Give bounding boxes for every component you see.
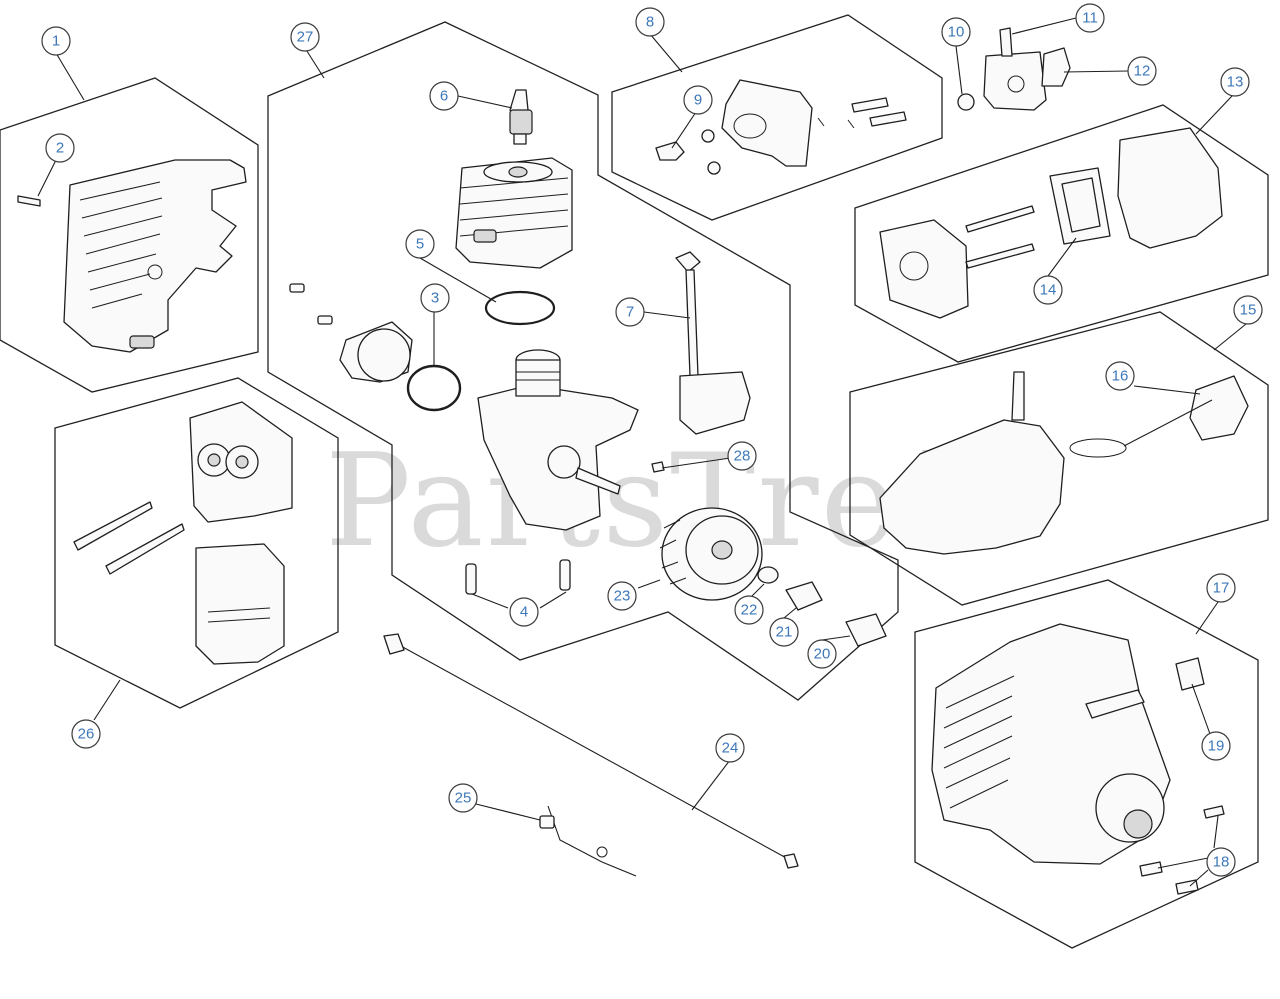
callout-22[interactable]: 22	[734, 595, 764, 625]
callout-3[interactable]: 3	[420, 283, 450, 313]
callout-15-label: 15	[1240, 302, 1257, 319]
part-21-spacer	[785, 581, 823, 611]
callout-18[interactable]: 18	[1206, 847, 1236, 877]
callout-6[interactable]: 6	[429, 81, 459, 111]
callout-19[interactable]: 19	[1201, 731, 1231, 761]
callout-5-label: 5	[416, 236, 424, 253]
part-20-nut	[845, 613, 887, 647]
part-24-throttle-cable	[383, 633, 799, 869]
callout-13[interactable]: 13	[1220, 67, 1250, 97]
callout-20-label: 20	[814, 646, 831, 663]
callout-10[interactable]: 10	[941, 17, 971, 47]
callout-1-label: 1	[52, 33, 60, 50]
part-26-muffler	[73, 401, 293, 665]
part-crankcase-piston	[477, 349, 639, 531]
callout-17[interactable]: 17	[1206, 573, 1236, 603]
callout-19-label: 19	[1208, 738, 1225, 755]
callout-4-label: 4	[520, 604, 528, 621]
callout-1[interactable]: 1	[41, 26, 71, 56]
callout-14[interactable]: 14	[1033, 275, 1063, 305]
callout-24[interactable]: 24	[715, 733, 745, 763]
callout-9-label: 9	[694, 92, 702, 109]
part-25-wire-harness	[539, 805, 637, 877]
part-6-spark-plug	[509, 89, 533, 145]
callout-7[interactable]: 7	[615, 297, 645, 327]
callout-10-label: 10	[948, 24, 965, 41]
callout-16[interactable]: 16	[1105, 361, 1135, 391]
callout-15[interactable]: 15	[1233, 295, 1263, 325]
callout-11[interactable]: 11	[1075, 3, 1105, 33]
callout-6-label: 6	[440, 88, 448, 105]
group-outline-17	[914, 579, 1259, 949]
callout-27-label: 27	[297, 29, 314, 46]
group-outline-8	[611, 14, 943, 221]
group-outline-15	[849, 311, 1269, 606]
callout-23[interactable]: 23	[607, 581, 637, 611]
callout-22-label: 22	[741, 602, 758, 619]
part-12-gasket	[1041, 47, 1071, 87]
part-22-washer	[757, 566, 779, 584]
part-28-key	[651, 461, 665, 473]
callout-18-label: 18	[1213, 854, 1230, 871]
callout-12[interactable]: 12	[1127, 56, 1157, 86]
callout-27[interactable]: 27	[290, 22, 320, 52]
leader-lines	[37, 17, 1247, 887]
callout-7-label: 7	[626, 304, 634, 321]
part-10-ring	[957, 93, 975, 111]
callout-28[interactable]: 28	[727, 441, 757, 471]
part-15-fuel-tank	[879, 371, 1249, 555]
callout-2[interactable]: 2	[45, 133, 75, 163]
callout-26[interactable]: 26	[71, 719, 101, 749]
group-outline-26	[54, 377, 339, 709]
callout-11-label: 11	[1082, 10, 1098, 27]
part-13-air-filter-cover	[879, 127, 1223, 319]
part-7-ignition-coil	[675, 251, 751, 435]
callout-20[interactable]: 20	[807, 639, 837, 669]
callout-14-label: 14	[1040, 282, 1057, 299]
part-1-shroud	[17, 159, 247, 353]
part-cylinder	[455, 157, 573, 269]
callout-24-label: 24	[722, 740, 739, 757]
part-4-screw-b	[559, 559, 571, 591]
callout-21[interactable]: 21	[769, 617, 799, 647]
part-5-gasket	[484, 290, 556, 326]
callout-9[interactable]: 9	[683, 85, 713, 115]
callout-8[interactable]: 8	[635, 7, 665, 37]
group-outline-1	[0, 77, 259, 393]
watermark-text: PartsTree	[325, 427, 976, 576]
callout-21-label: 21	[776, 624, 793, 641]
group-outline-13	[854, 104, 1269, 363]
callout-8-label: 8	[646, 14, 654, 31]
part-8-bracket	[655, 79, 907, 175]
part-3-o-ring	[406, 364, 462, 412]
callout-16-label: 16	[1112, 368, 1129, 385]
part-crankcase-cover	[289, 283, 413, 383]
callout-25-label: 25	[455, 790, 472, 807]
callout-12-label: 12	[1134, 63, 1151, 80]
callout-4[interactable]: 4	[509, 597, 539, 627]
part-11-carburetor	[983, 27, 1047, 111]
callout-28-label: 28	[734, 448, 751, 465]
callout-17-label: 17	[1213, 580, 1230, 597]
part-23-flywheel	[659, 507, 763, 601]
callout-23-label: 23	[614, 588, 631, 605]
callout-3-label: 3	[431, 290, 439, 307]
callout-25[interactable]: 25	[448, 783, 478, 813]
callout-26-label: 26	[78, 726, 95, 743]
callout-5[interactable]: 5	[405, 229, 435, 259]
part-17-starter-housing	[931, 623, 1225, 895]
group-outline-27	[267, 21, 899, 701]
part-4-screw-a	[465, 563, 477, 595]
callout-13-label: 13	[1227, 74, 1244, 91]
callout-2-label: 2	[56, 140, 64, 157]
